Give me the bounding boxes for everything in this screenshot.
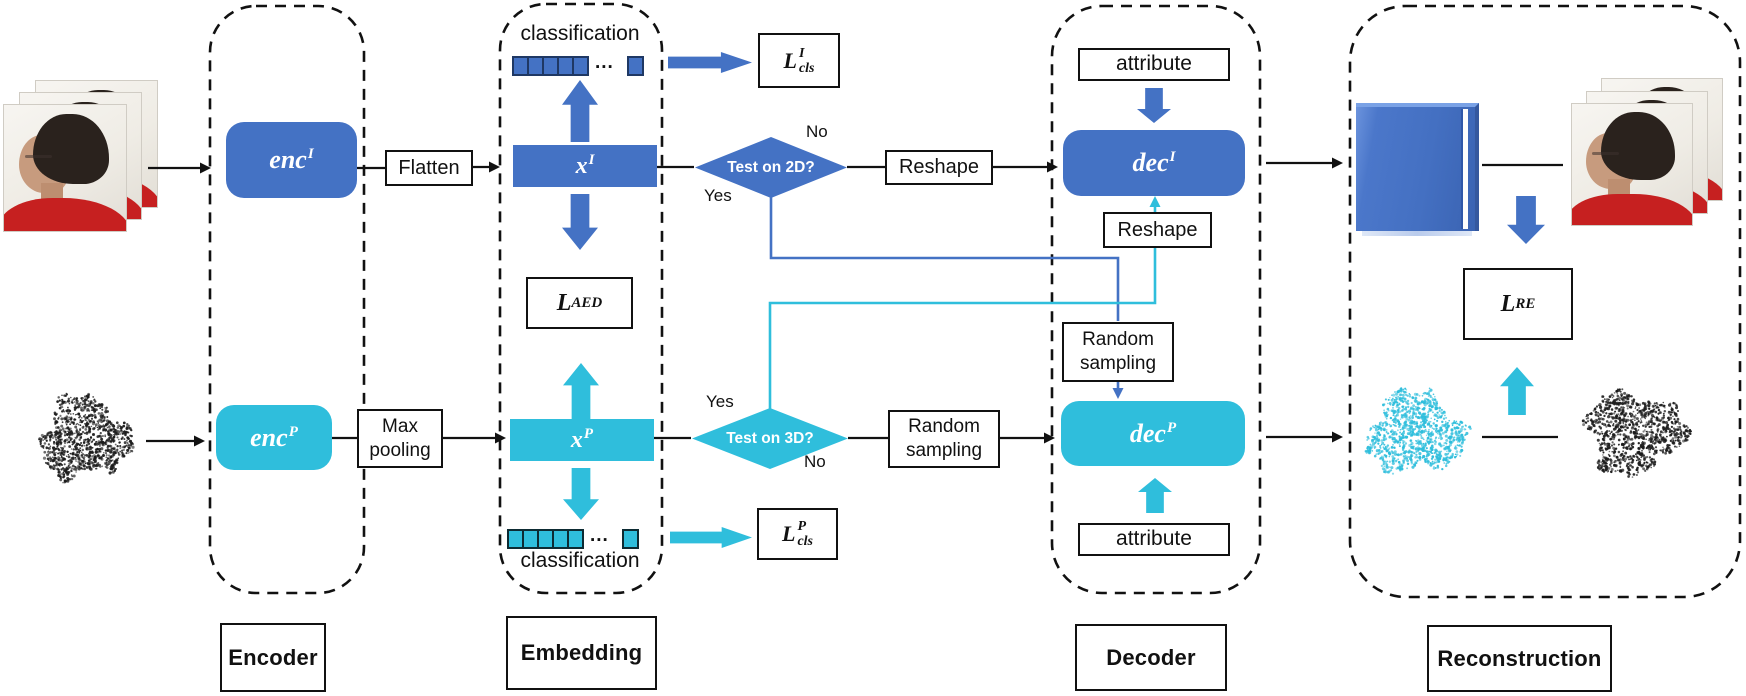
reconstruction-group-outline — [1348, 4, 1742, 599]
x-points-node: xP — [510, 419, 654, 461]
test3d-no-label: No — [804, 452, 826, 471]
enc-image-node: encI — [226, 122, 357, 198]
stage-label-embedding: Embedding — [506, 616, 657, 690]
reconstructed-point-cloud — [1364, 387, 1472, 475]
input-photo-front — [3, 104, 127, 232]
ellipsis: ... — [590, 525, 609, 546]
target-point-cloud — [1581, 388, 1692, 478]
dec-image-label: decI — [1132, 148, 1176, 177]
embedding-group-outline — [498, 2, 664, 595]
input-point-cloud — [38, 392, 135, 484]
arrow-to-loss-cls-P-icon — [670, 527, 752, 548]
attribute-top-box: attribute — [1078, 48, 1230, 81]
class-square — [626, 56, 644, 76]
ellipsis: ... — [595, 52, 614, 73]
random-sampling-outer-box: Random sampling — [888, 410, 1000, 468]
classification-label-top: classification — [520, 22, 640, 45]
random-sampling-decoder-box: Random sampling — [1062, 322, 1174, 382]
attribute-bottom-box: attribute — [1078, 523, 1230, 556]
glasses-shape — [1592, 152, 1619, 156]
enc-points-label: encP — [250, 422, 298, 452]
encoder-group-outline — [208, 4, 366, 595]
hair-shape — [1600, 112, 1676, 181]
hair-shape — [33, 113, 109, 185]
x-points-label: xP — [570, 425, 594, 453]
book-spine-stripe — [1463, 109, 1468, 229]
arrow-to-loss-cls-I-icon — [668, 52, 752, 73]
dec-points-node: decP — [1061, 401, 1245, 466]
test3d-yes-label: Yes — [706, 392, 734, 411]
class-square — [621, 529, 639, 549]
enc-image-label: encI — [269, 145, 314, 174]
classification-vector-top: ... — [512, 52, 644, 80]
reshape-decoder-box: Reshape — [1103, 212, 1212, 248]
glasses-shape — [24, 155, 52, 159]
target-photo-front — [1571, 103, 1693, 226]
stage-label-encoder: Encoder — [220, 623, 326, 692]
x-image-node: xI — [513, 145, 657, 187]
flatten-box: Flatten — [385, 150, 473, 186]
test2d-yes-label: Yes — [704, 186, 732, 205]
stage-label-reconstruction: Reconstruction — [1427, 625, 1612, 692]
stage-label-decoder: Decoder — [1075, 624, 1227, 691]
classification-label-bottom: classification — [520, 549, 640, 572]
reshape-top-box: Reshape — [885, 150, 993, 185]
dec-points-label: decP — [1129, 418, 1177, 448]
reconstructed-image-block — [1356, 103, 1479, 231]
class-square — [572, 56, 589, 76]
class-square — [567, 529, 584, 549]
x-image-label: xI — [575, 151, 595, 179]
enc-points-node: encP — [216, 405, 332, 470]
decoder-group-outline — [1050, 4, 1262, 595]
classification-vector-bottom: ... — [507, 525, 639, 553]
test2d-no-label: No — [806, 122, 828, 141]
book-shadow — [1362, 231, 1472, 236]
dec-image-node: decI — [1063, 130, 1245, 196]
max-pooling-box: Max pooling — [357, 409, 443, 468]
